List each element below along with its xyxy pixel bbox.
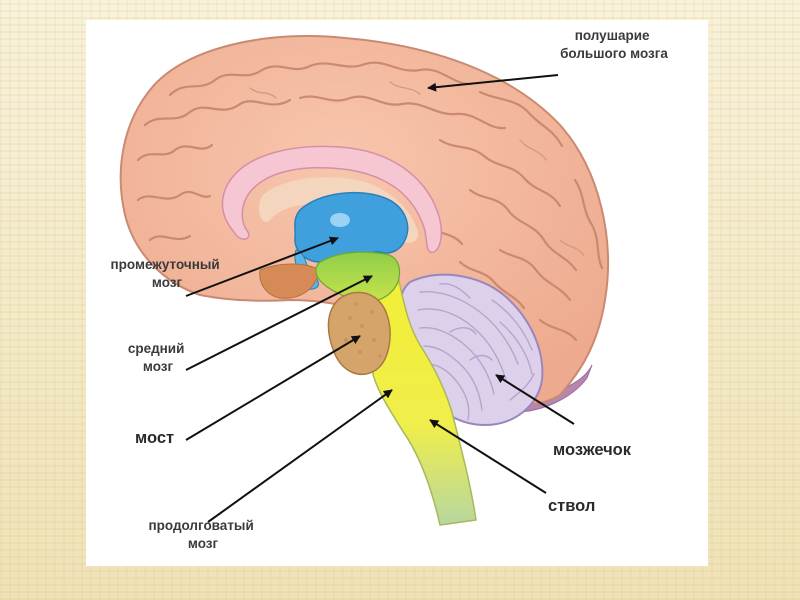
label-cerebellum: мозжечок [553,441,632,459]
label-pons: мост [135,429,174,447]
label-medulla-line1: продолговатый [148,518,253,533]
pons [328,292,390,374]
label-hemisphere-line1: полушарие [575,28,650,43]
label-diencephalon-line1: промежуточный [111,257,220,272]
label-medulla-line2: мозг [188,536,219,551]
label-diencephalon-line2: мозг [152,275,183,290]
label-brainstem: ствол [548,497,595,515]
label-midbrain-line1: средний [128,341,185,356]
label-medulla: продолговатый мозг [148,518,257,551]
label-midbrain: средний мозг [128,341,188,374]
label-midbrain-line2: мозг [143,359,174,374]
label-hemisphere-line2: большого мозга [560,46,668,61]
diencephalon-highlight [330,213,350,227]
label-hemisphere: полушарие большого мозга [560,28,668,61]
arrow-pons [186,336,360,440]
